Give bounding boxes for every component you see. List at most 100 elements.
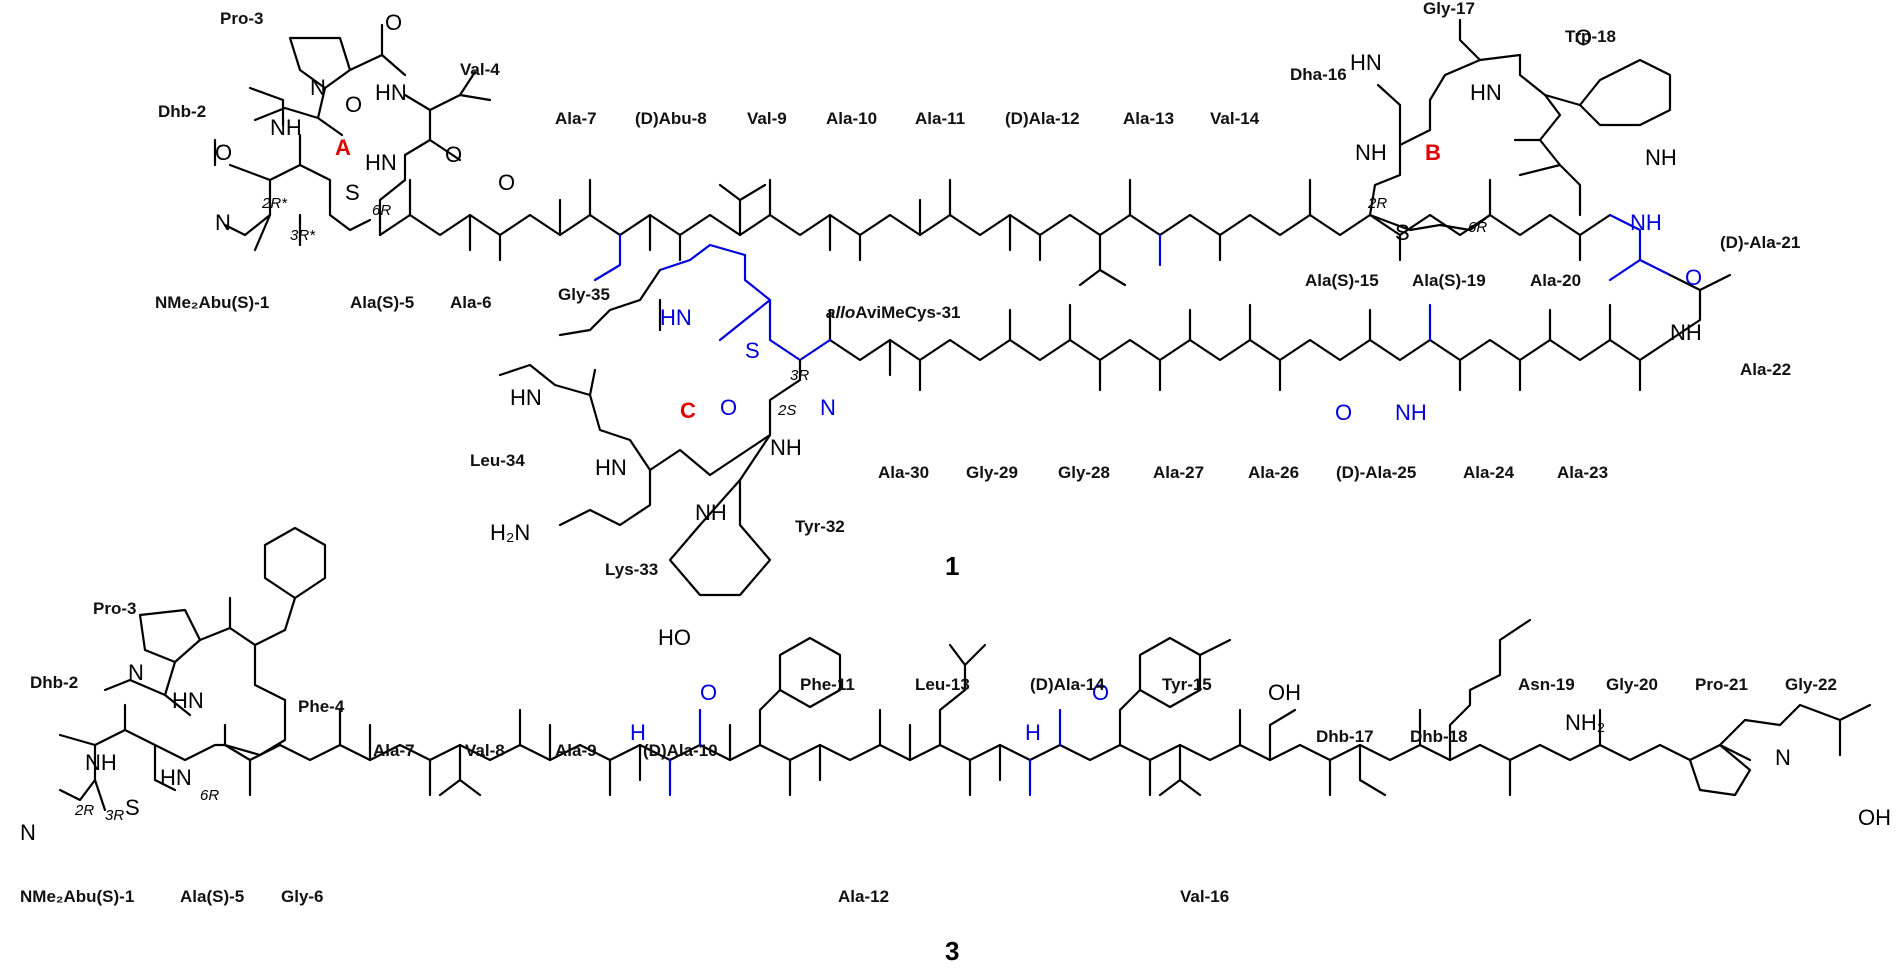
label-c3-dhb-2: Dhb-2 <box>30 673 78 692</box>
atom-oh-tyr15: OH <box>1268 680 1301 705</box>
atom-h-ala14: H <box>1025 720 1041 745</box>
label-d-abu-8: (D)Abu-8 <box>635 109 707 128</box>
atom-nh-tyr32: NH <box>770 435 802 460</box>
label-c3-leu-13: Leu-13 <box>915 675 970 694</box>
label-tyr-32: Tyr-32 <box>795 517 845 536</box>
ring-label-a: A <box>335 135 351 160</box>
label-ala-23: Ala-23 <box>1557 463 1608 482</box>
label-c3-val-16: Val-16 <box>1180 887 1229 906</box>
label-ala-27: Ala-27 <box>1153 463 1204 482</box>
atom-nh-dhb2: NH <box>270 115 302 140</box>
label-gly-17: Gly-17 <box>1423 0 1475 18</box>
atom-hn-gly17: HN <box>1350 50 1382 75</box>
label-c3-val-8: Val-8 <box>465 741 505 760</box>
label-d-ala-25: (D)-Ala-25 <box>1336 463 1416 482</box>
label-c3-gly-6: Gly-6 <box>281 887 324 906</box>
label-val-4: Val-4 <box>460 60 500 79</box>
atom-o-gly17: O <box>1575 25 1592 50</box>
label-ala-7: Ala-7 <box>555 109 597 128</box>
label-ala-11: Ala-11 <box>915 109 965 128</box>
compound-3-structure <box>58 526 1872 812</box>
stereo-2r-star: 2R* <box>261 195 288 212</box>
atom-o-avimecys: O <box>720 395 737 420</box>
stereo-6r: 6R <box>372 202 391 219</box>
atom-o-dhb2: O <box>345 92 362 117</box>
atom-n-pro3: N <box>310 75 326 100</box>
atom-hn-gly35: HN <box>660 305 692 330</box>
atom-hn-leu34: HN <box>510 385 542 410</box>
label-c3-ala-s-5: Ala(S)-5 <box>180 887 244 906</box>
label-ala-20: Ala-20 <box>1530 271 1581 290</box>
label-avimecys-name: AviMeCys-31 <box>855 303 960 322</box>
atom-nh-dhb2-c3: NH <box>85 750 117 775</box>
label-dhb-2: Dhb-2 <box>158 102 206 121</box>
stereo-2s-c: 2S <box>777 402 796 419</box>
label-val-14: Val-14 <box>1210 109 1260 128</box>
label-d-ala-21: (D)-Ala-21 <box>1720 233 1800 252</box>
label-c3-gly-22: Gly-22 <box>1785 675 1837 694</box>
atom-nh-trp18: NH <box>1645 145 1677 170</box>
label-c3-phe-11: Phe-11 <box>800 675 855 694</box>
atom-h-ala10: H <box>630 720 646 745</box>
atom-nh-ala21: NH <box>1630 210 1662 235</box>
label-dha-16: Dha-16 <box>1290 65 1347 84</box>
label-val-9: Val-9 <box>747 109 787 128</box>
label-c3-tyr-15: Tyr-15 <box>1162 675 1212 694</box>
label-pro-3: Pro-3 <box>220 9 263 28</box>
label-trp-18: Trp-18 <box>1565 27 1616 46</box>
label-c3-asn-19: Asn-19 <box>1518 675 1575 694</box>
atom-n-pro21: N <box>1775 745 1791 770</box>
atom-n-pro3-c3: N <box>128 660 144 685</box>
atom-nh-ala22: NH <box>1670 320 1702 345</box>
label-ala-26: Ala-26 <box>1248 463 1299 482</box>
atom-hn-ala5-c3: HN <box>160 765 192 790</box>
atom-hn-lys33: HN <box>595 455 627 480</box>
atom-oh-gly22: OH <box>1858 805 1891 830</box>
label-leu-34: Leu-34 <box>470 451 525 470</box>
compound-1-structure <box>213 18 1732 597</box>
atom-hn-ala5: HN <box>365 150 397 175</box>
label-c3-nme2abu-1: NMe₂Abu(S)-1 <box>20 887 134 906</box>
label-c3-ala-7: Ala-7 <box>373 741 415 760</box>
atom-o-ala14: O <box>1092 680 1109 705</box>
label-nme2abu-1: NMe₂Abu(S)-1 <box>155 293 269 312</box>
label-gly-28: Gly-28 <box>1058 463 1110 482</box>
stereo-descriptors: 2R* 3R* 6R 2R 6R 3R 2S 2R 3R 6R <box>74 195 1487 824</box>
label-lys-33: Lys-33 <box>605 560 658 579</box>
label-c3-ala-12: Ala-12 <box>838 887 889 906</box>
atom-nh2-asn19: NH₂ <box>1565 710 1605 735</box>
label-c3-pro-21: Pro-21 <box>1695 675 1748 694</box>
stereo-6r-c3: 6R <box>200 787 219 804</box>
label-c3-d-ala-14: (D)Ala-14 <box>1030 675 1105 694</box>
atom-o-pro3: O <box>385 10 402 35</box>
label-ala-s-15: Ala(S)-15 <box>1305 271 1379 290</box>
label-ala-13: Ala-13 <box>1123 109 1174 128</box>
stereo-3r-c3: 3R <box>105 807 124 824</box>
atom-nh-lys33: NH <box>695 500 727 525</box>
atom-s-c3: S <box>125 795 140 820</box>
atom-nh-dha16: NH <box>1355 140 1387 165</box>
label-ala-s-19: Ala(S)-19 <box>1412 271 1486 290</box>
label-gly-29: Gly-29 <box>966 463 1018 482</box>
atom-o-ala25: O <box>1335 400 1352 425</box>
atom-n-ala30: N <box>820 395 836 420</box>
atom-s-ring-c: S <box>745 338 760 363</box>
atom-n-nme2: N <box>215 210 231 235</box>
compound-3-residue-labels: Pro-3 Dhb-2 Phe-4 Ala-7 Val-8 Ala-9 (D)A… <box>20 599 1837 906</box>
stereo-2r-b: 2R <box>1367 195 1387 212</box>
atom-ho-tyr32: HO <box>658 625 691 650</box>
stereo-3r-c: 3R <box>790 367 809 384</box>
label-gly-35: Gly-35 <box>558 285 610 304</box>
compound-number-3: 3 <box>945 936 959 966</box>
label-c3-gly-20: Gly-20 <box>1606 675 1658 694</box>
label-c3-d-ala-10: (D)Ala-10 <box>643 741 718 760</box>
label-c3-pro-3: Pro-3 <box>93 599 136 618</box>
label-ala-s-5: Ala(S)-5 <box>350 293 414 312</box>
compound-number-1: 1 <box>945 551 959 581</box>
atom-o-ala10: O <box>700 680 717 705</box>
label-c3-dhb-17: Dhb-17 <box>1316 727 1374 746</box>
stereo-2r-c3: 2R <box>74 802 94 819</box>
atom-nh-ala25: NH <box>1395 400 1427 425</box>
atom-s-ring-a: S <box>345 180 360 205</box>
